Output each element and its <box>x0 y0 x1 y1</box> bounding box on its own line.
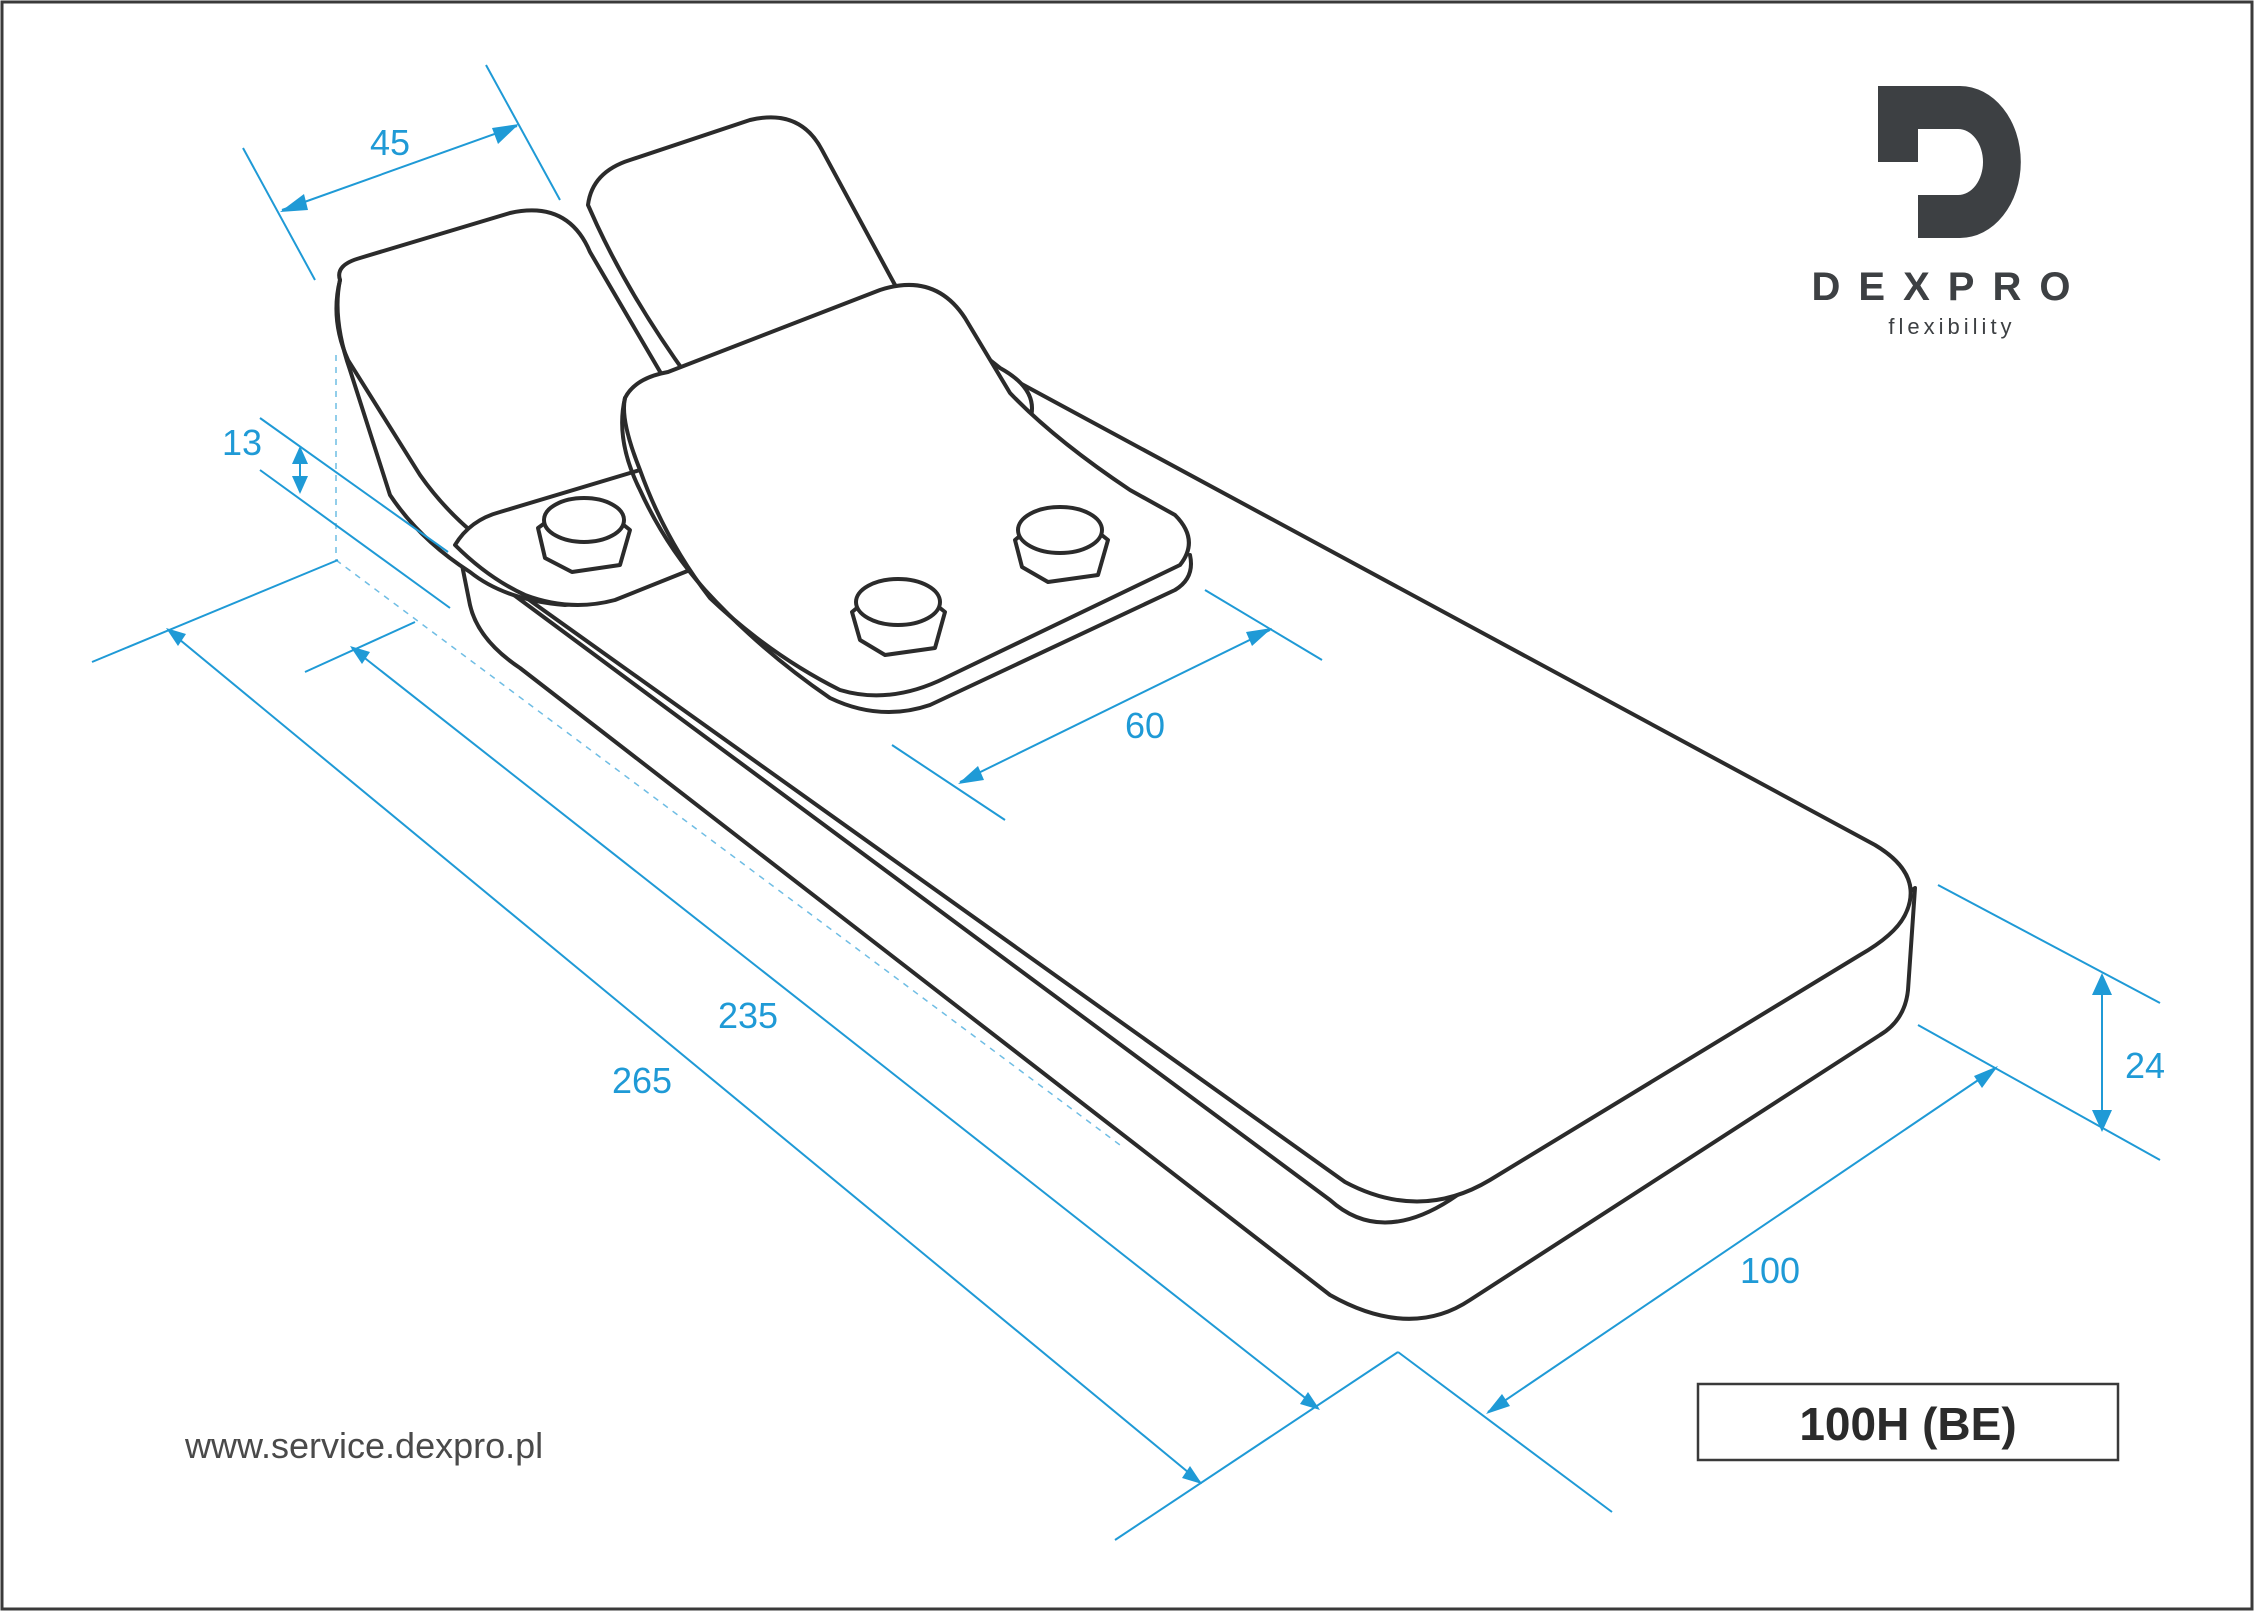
website-url: www.service.dexpro.pl <box>184 1425 543 1466</box>
base-plate-side <box>458 553 1917 1321</box>
dim-45-label: 45 <box>370 122 410 163</box>
bolt-right <box>1013 505 1110 584</box>
dexpro-logo: DEXPRO flexibility <box>1812 86 2089 339</box>
dim-24-label: 24 <box>2125 1045 2165 1086</box>
dim-13-label: 13 <box>222 422 262 463</box>
model-label-box: 100H (BE) <box>1696 1382 2120 1462</box>
dim-235-label: 235 <box>718 995 778 1036</box>
hinge-part <box>334 115 1917 1321</box>
bolt-middle <box>850 577 947 657</box>
brand-name: DEXPRO <box>1812 265 2089 309</box>
logo-d-mark <box>1878 86 2021 238</box>
dim-100-label: 100 <box>1740 1250 1800 1291</box>
front-leaf-edge <box>620 396 1193 714</box>
dim-265-label: 265 <box>612 1060 672 1101</box>
brand-tagline: flexibility <box>1888 314 2015 339</box>
dim-60-label: 60 <box>1125 705 1165 746</box>
bolt-left <box>536 496 632 574</box>
front-leaf <box>622 282 1191 698</box>
model-label: 100H (BE) <box>1799 1398 2016 1450</box>
dimensions: 45 13 60 235 265 24 <box>91 64 2165 1541</box>
